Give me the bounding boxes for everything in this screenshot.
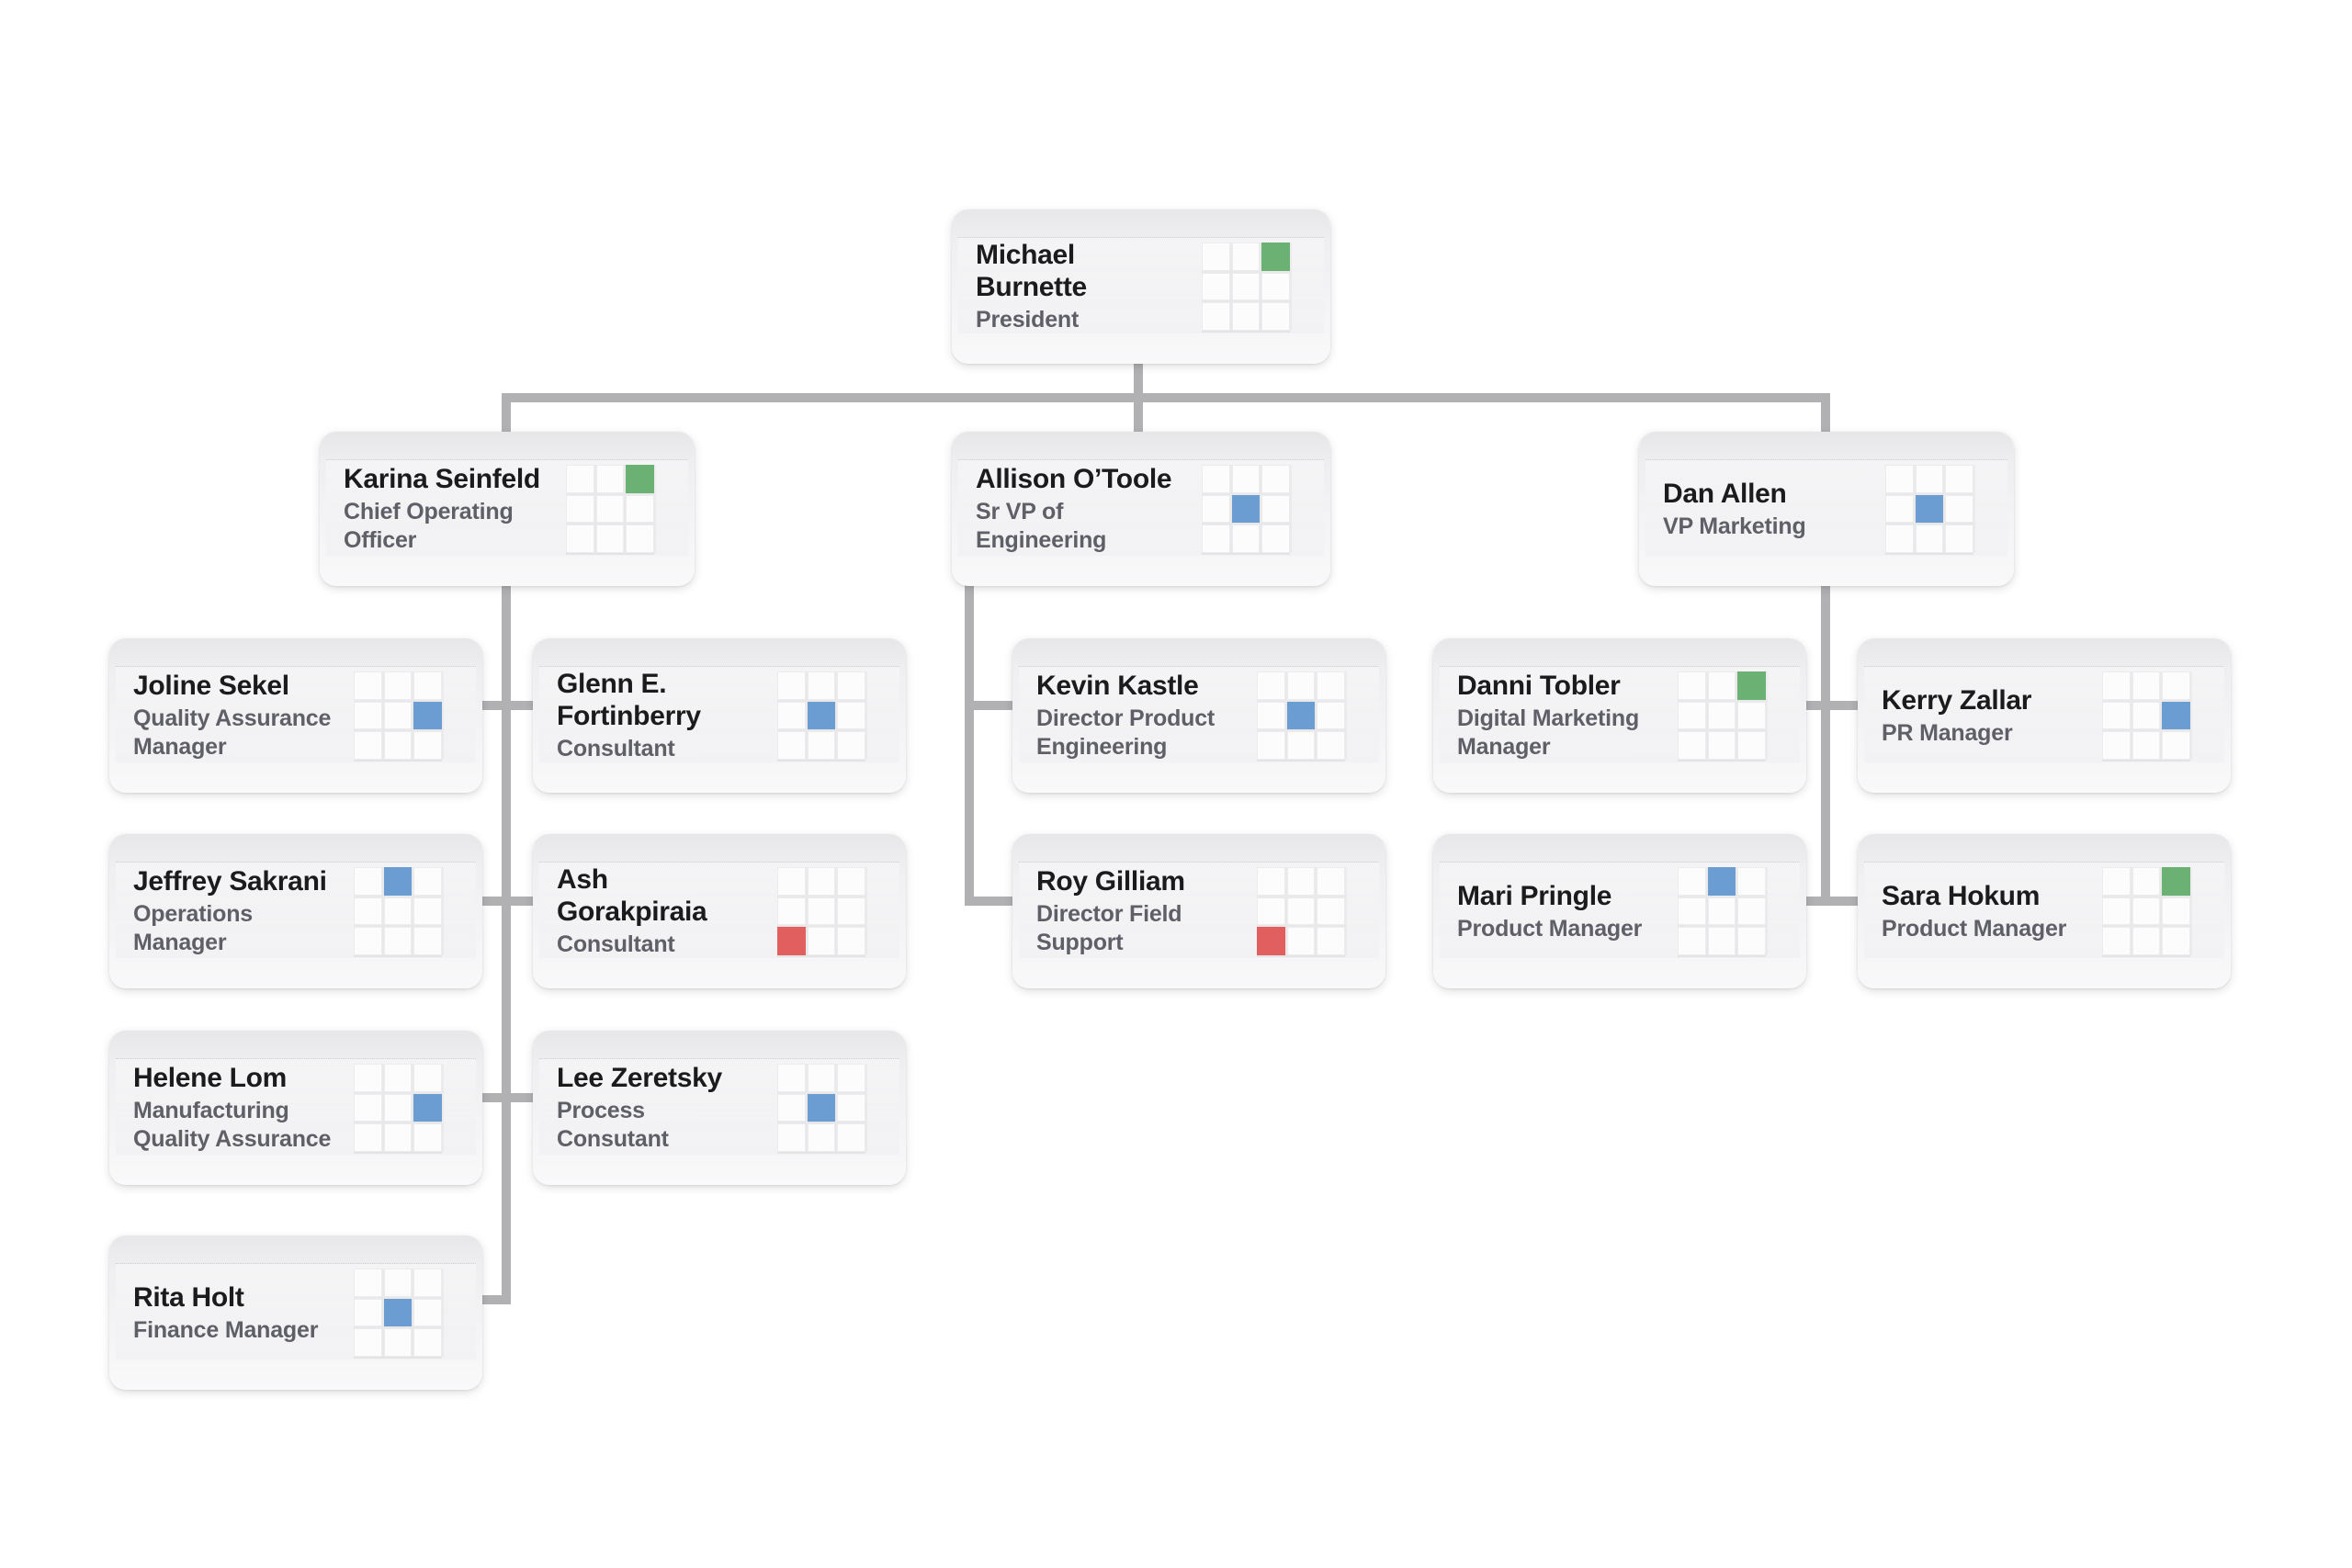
person-name: Danni Tobler — [1457, 671, 1621, 701]
org-card-michael-burnette[interactable]: Michael Burnette President — [952, 209, 1330, 364]
status-grid-icon — [1202, 465, 1290, 553]
connector-line — [965, 701, 1012, 710]
status-grid-icon — [777, 1064, 865, 1152]
person-name: Mari Pringle — [1457, 880, 1612, 911]
status-grid-icon — [2102, 671, 2190, 760]
person-title: President — [976, 307, 1080, 333]
person-name: Lee Zeretsky — [557, 1063, 722, 1093]
org-card-danni-tobler[interactable]: Danni Tobler Digital Marketing Manager — [1433, 638, 1806, 793]
person-name: Glenn E. Fortinberry — [557, 669, 701, 731]
person-name: Kerry Zallar — [1882, 684, 2032, 716]
person-name: Helene Lom — [133, 1063, 288, 1093]
person-title: Quality Assurance Manager — [133, 705, 332, 760]
person-title: Consultant — [557, 931, 675, 957]
connector-line — [1804, 897, 1860, 906]
person-title: Digital Marketing Manager — [1457, 705, 1640, 760]
org-card-jeffrey-sakrani[interactable]: Jeffrey Sakrani Operations Manager — [109, 834, 482, 988]
person-name: Kevin Kastle — [1036, 671, 1199, 701]
person-title: Sr VP of Engineering — [976, 499, 1107, 553]
person-title: Product Manager — [1882, 915, 2067, 942]
connector-line — [502, 393, 1830, 402]
status-grid-icon — [1202, 243, 1290, 331]
person-name: Jeffrey Sakrani — [133, 866, 327, 897]
connector-line — [1134, 362, 1143, 402]
status-grid-icon — [354, 867, 442, 955]
connector-line — [1821, 393, 1830, 434]
person-title: Director Field Support — [1036, 901, 1182, 955]
person-name: Joline Sekel — [133, 671, 289, 701]
org-card-allison-otoole[interactable]: Allison O’Toole Sr VP of Engineering — [952, 432, 1330, 586]
status-grid-icon — [354, 1064, 442, 1152]
org-card-ash-gorakpiraia[interactable]: Ash Gorakpiraia Consultant — [533, 834, 906, 988]
person-name: Karina Seinfeld — [344, 464, 540, 494]
status-grid-icon — [777, 671, 865, 760]
org-card-lee-zeretsky[interactable]: Lee Zeretsky Process Consutant — [533, 1031, 906, 1185]
person-name: Ash Gorakpiraia — [557, 864, 707, 927]
person-title: Product Manager — [1457, 915, 1643, 942]
org-card-sara-hokum[interactable]: Sara Hokum Product Manager — [1858, 834, 2231, 988]
person-title: Director Product Engineering — [1036, 705, 1216, 760]
status-grid-icon — [1678, 867, 1766, 955]
person-name: Rita Holt — [133, 1281, 244, 1313]
org-card-helene-lom[interactable]: Helene Lom Manufacturing Quality Assuran… — [109, 1031, 482, 1185]
org-card-roy-gilliam[interactable]: Roy Gilliam Director Field Support — [1012, 834, 1385, 988]
connector-line — [1821, 584, 1830, 906]
person-title: Operations Manager — [133, 901, 253, 955]
person-title: Process Consutant — [557, 1098, 669, 1152]
person-title: Chief Operating Officer — [344, 499, 514, 553]
connector-line — [1134, 393, 1143, 434]
person-name: Allison O’Toole — [976, 464, 1172, 494]
person-title: Finance Manager — [133, 1316, 319, 1343]
connector-line — [481, 1295, 511, 1304]
status-grid-icon — [1885, 465, 1973, 553]
org-card-rita-holt[interactable]: Rita Holt Finance Manager — [109, 1235, 482, 1390]
org-card-joline-sekel[interactable]: Joline Sekel Quality Assurance Manager — [109, 638, 482, 793]
connector-line — [481, 897, 535, 906]
status-grid-icon — [354, 671, 442, 760]
status-grid-icon — [2102, 867, 2190, 955]
connector-line — [502, 584, 511, 1304]
org-card-kerry-zallar[interactable]: Kerry Zallar PR Manager — [1858, 638, 2231, 793]
status-grid-icon — [354, 1269, 442, 1357]
person-name: Michael Burnette — [976, 240, 1087, 302]
status-grid-icon — [1257, 867, 1345, 955]
connector-line — [965, 897, 1012, 906]
connector-line — [481, 1093, 535, 1102]
org-card-karina-seinfeld[interactable]: Karina Seinfeld Chief Operating Officer — [320, 432, 695, 586]
connector-line — [965, 579, 974, 906]
connector-line — [481, 701, 535, 710]
person-name: Dan Allen — [1663, 478, 1787, 509]
person-title: Manufacturing Quality Assurance — [133, 1098, 332, 1152]
org-card-kevin-kastle[interactable]: Kevin Kastle Director Product Engineerin… — [1012, 638, 1385, 793]
status-grid-icon — [1678, 671, 1766, 760]
org-card-mari-pringle[interactable]: Mari Pringle Product Manager — [1433, 834, 1806, 988]
person-title: Consultant — [557, 736, 675, 761]
person-title: PR Manager — [1882, 719, 2013, 746]
person-name: Sara Hokum — [1882, 880, 2041, 911]
status-grid-icon — [1257, 671, 1345, 760]
connector-line — [502, 393, 511, 434]
person-name: Roy Gilliam — [1036, 866, 1185, 897]
person-title: VP Marketing — [1663, 513, 1806, 539]
org-card-dan-allen[interactable]: Dan Allen VP Marketing — [1639, 432, 2014, 586]
status-grid-icon — [566, 465, 654, 553]
status-grid-icon — [777, 867, 865, 955]
org-card-glenn-fortinberry[interactable]: Glenn E. Fortinberry Consultant — [533, 638, 906, 793]
connector-line — [1804, 701, 1860, 710]
